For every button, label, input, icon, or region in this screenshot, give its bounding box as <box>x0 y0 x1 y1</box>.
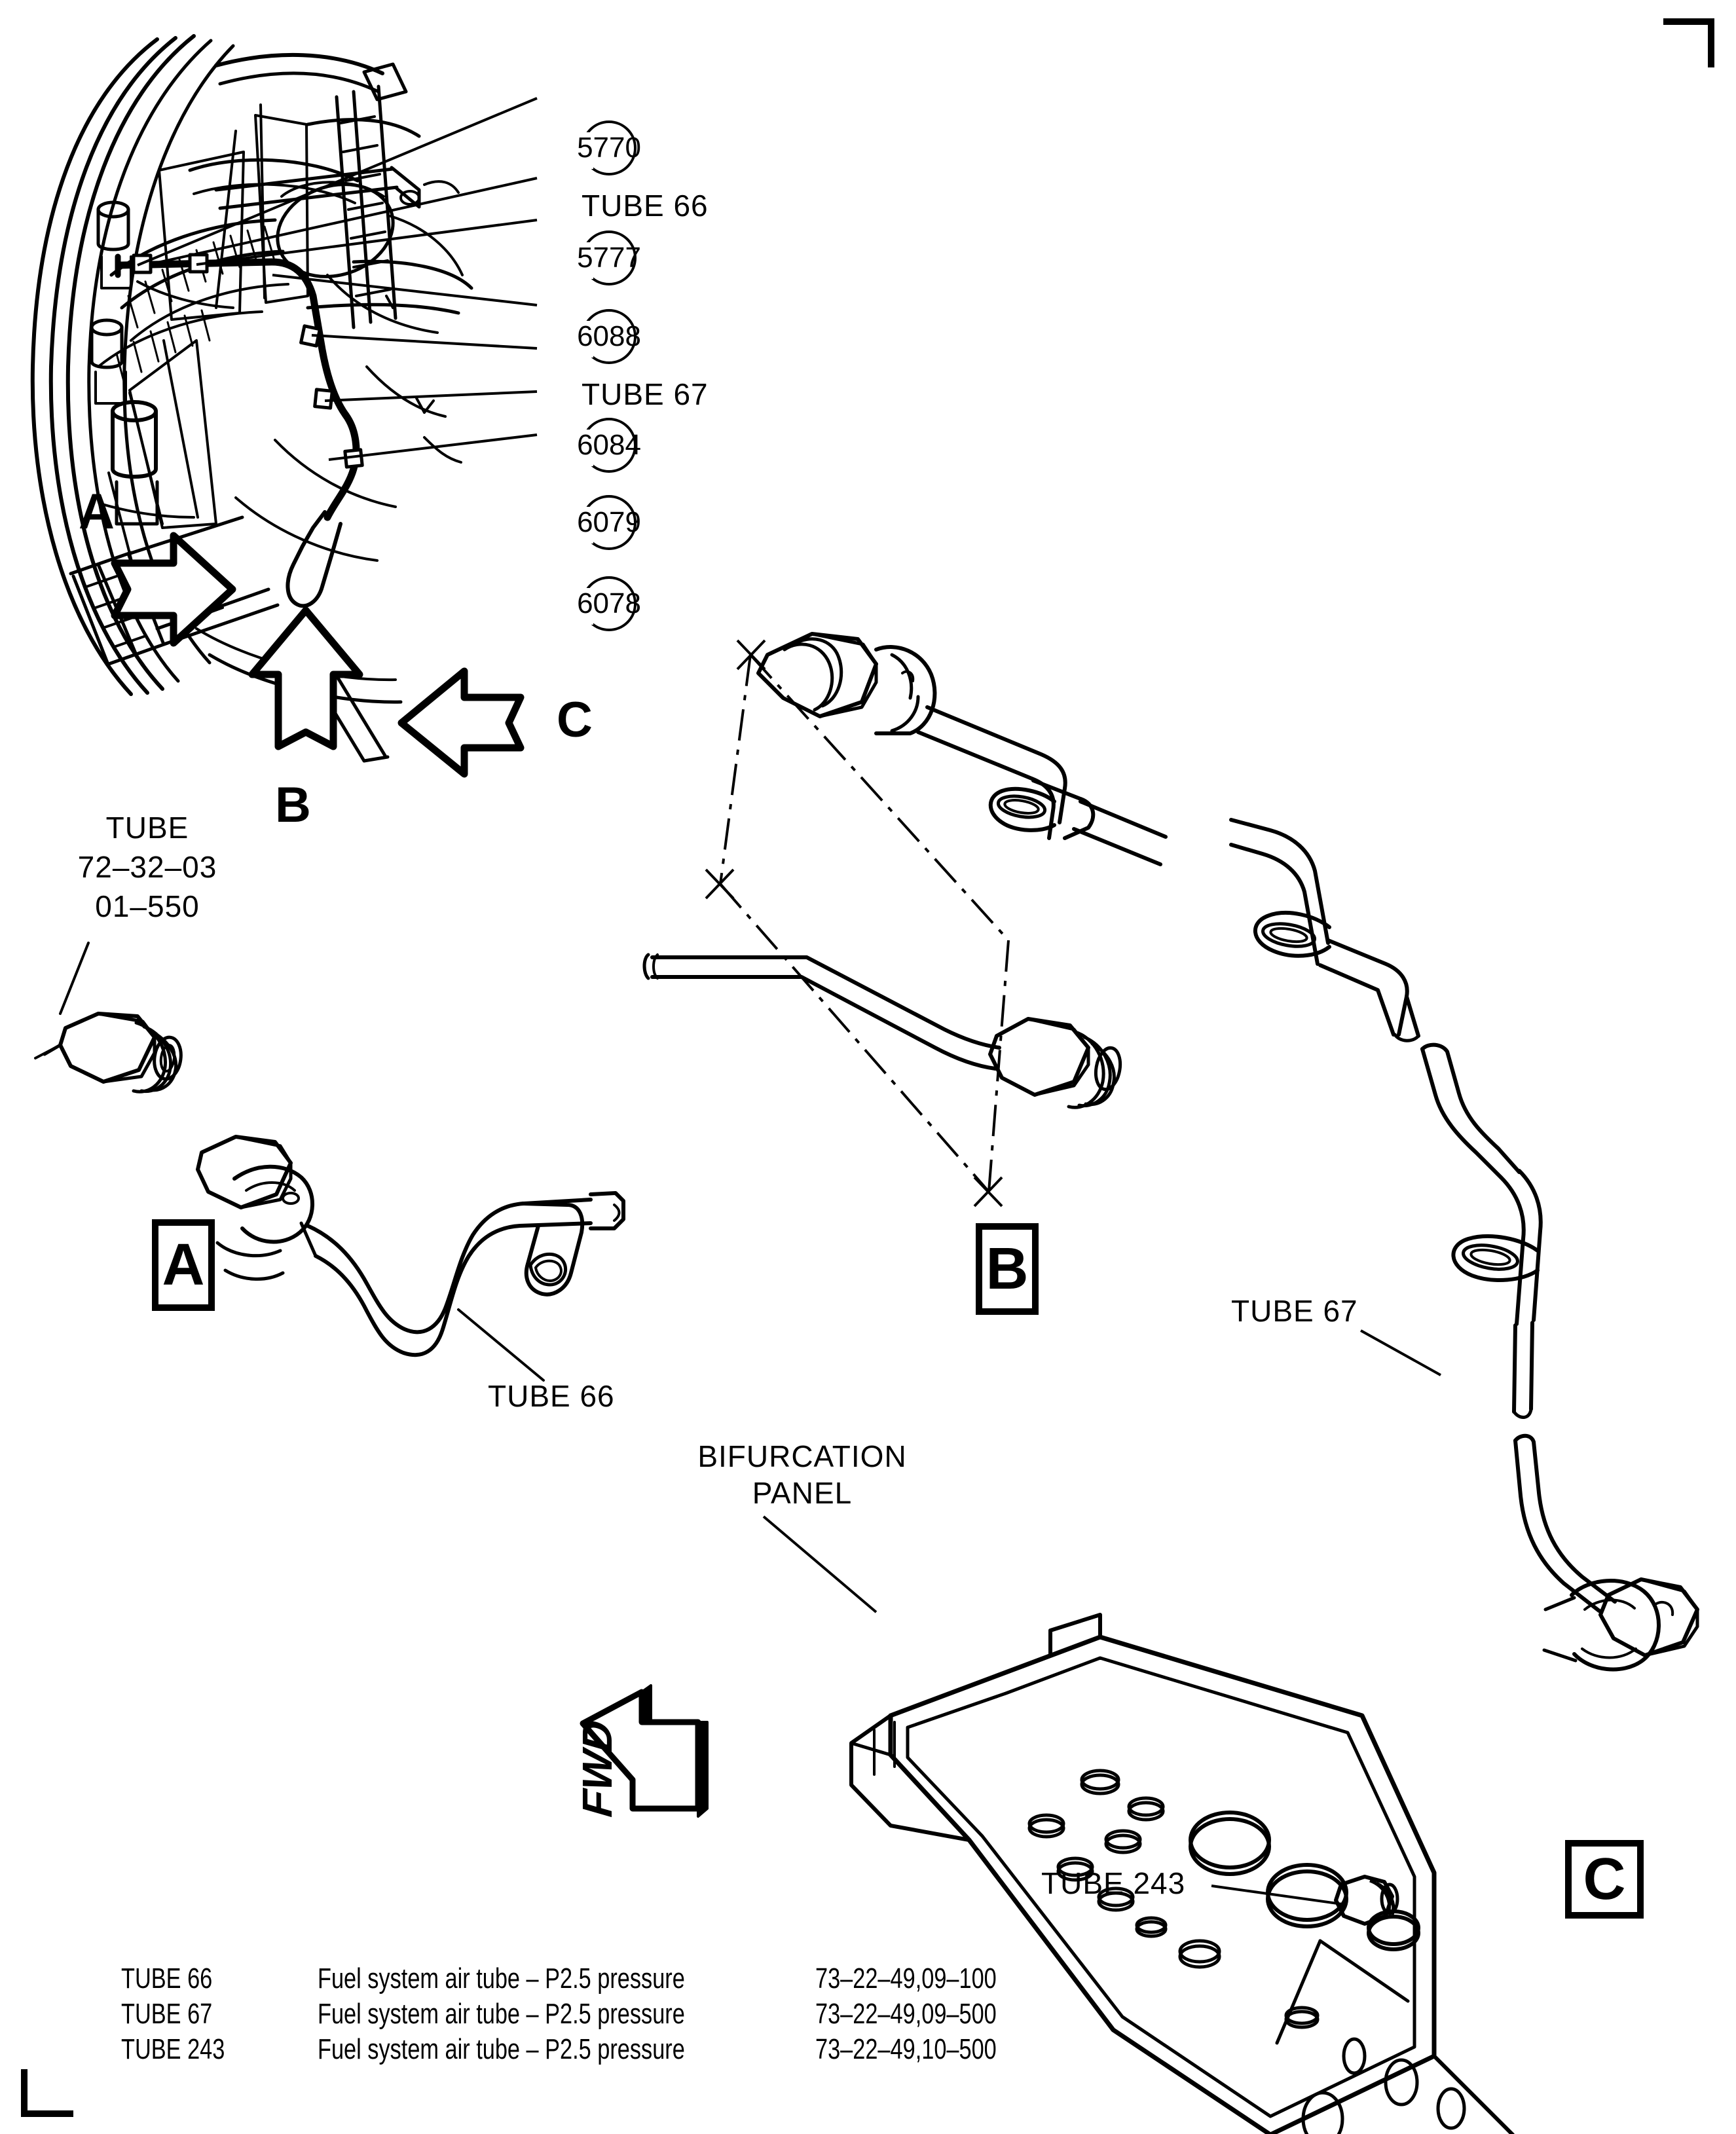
corner-mark-top-right <box>1663 18 1714 67</box>
callout-balloon-6084-label: 6084 <box>577 429 641 461</box>
legend-description: Fuel system air tube – P2.5 pressure <box>318 1962 685 1995</box>
legend-reference: 73–22–49,10–500 <box>815 2033 997 2065</box>
fwd-arrow-text: FWD <box>574 1714 621 1822</box>
callout-balloon-6079-label: 6079 <box>577 506 641 538</box>
detail-box-b: B <box>976 1223 1039 1315</box>
tube-67-label: TUBE 67 <box>1231 1294 1358 1328</box>
view-arrow-a <box>111 532 236 647</box>
callout-balloon-5777: 5777 <box>577 230 641 285</box>
detail-box-c-letter: C <box>1583 1846 1626 1912</box>
callout-leader-lines <box>137 97 538 461</box>
legend-item: TUBE 243 <box>121 2033 225 2065</box>
callout-balloon-6084: 6084 <box>577 418 641 473</box>
fwd-arrow-face <box>580 1689 701 1812</box>
tube-67-illustration <box>1229 818 1699 1672</box>
callout-label-tube-67: TUBE 67 <box>582 377 709 411</box>
tube-67-leader <box>1360 1329 1441 1376</box>
view-arrow-c-letter: C <box>557 692 593 748</box>
tube-243-label: TUBE 243 <box>1041 1866 1186 1900</box>
legend-table: TUBE 66 Fuel system air tube – P2.5 pres… <box>121 1961 1156 2067</box>
bifurcation-panel-label-line2: PANEL <box>752 1476 853 1510</box>
detail-a-ref-line-2: 72–32–03 <box>77 850 217 884</box>
detail-b-illustration <box>642 632 1168 1207</box>
legend-description: Fuel system air tube – P2.5 pressure <box>318 1998 685 2030</box>
legend-description: Fuel system air tube – P2.5 pressure <box>318 2033 685 2065</box>
fwd-arrow: FWD <box>574 1684 709 1822</box>
detail-a-ref-line-3: 01–550 <box>95 889 200 923</box>
detail-box-c: C <box>1565 1840 1644 1919</box>
sheet-id-container: ded0004713 <box>13 1873 65 2134</box>
bifurcation-panel-label-line1: BIFURCATION <box>697 1439 907 1473</box>
legend-row: TUBE 66 Fuel system air tube – P2.5 pres… <box>121 1961 1156 1996</box>
callout-balloon-6078: 6078 <box>577 576 641 631</box>
view-arrow-a-letter: A <box>79 484 115 540</box>
callout-balloon-6079: 6079 <box>577 495 641 550</box>
legend-row: TUBE 67 Fuel system air tube – P2.5 pres… <box>121 1996 1156 2032</box>
detail-a-illustration <box>34 942 625 1382</box>
legend-item: TUBE 66 <box>121 1962 213 1995</box>
callout-balloon-5770: 5770 <box>577 120 641 175</box>
legend-reference: 73–22–49,09–500 <box>815 1998 997 2030</box>
legend-row: TUBE 243 Fuel system air tube – P2.5 pre… <box>121 2032 1156 2067</box>
callout-balloon-6088: 6088 <box>577 309 641 364</box>
bifurcation-panel-illustration <box>849 1613 1515 2134</box>
detail-box-b-letter: B <box>986 1236 1029 1302</box>
callout-balloon-6088-label: 6088 <box>577 320 641 352</box>
detail-box-a: A <box>152 1219 215 1311</box>
view-arrow-b <box>248 606 363 750</box>
view-arrow-c <box>397 667 525 778</box>
bifurcation-panel-leader <box>762 1515 877 1613</box>
tube-243-leader-and-fitting <box>1211 1875 1399 1926</box>
detail-a-ref-line-1: TUBE <box>105 811 189 845</box>
corner-mark-bottom-left <box>21 2069 73 2117</box>
legend-item: TUBE 67 <box>121 1998 213 2030</box>
callout-balloon-5777-label: 5777 <box>577 242 641 274</box>
callout-balloon-6078-label: 6078 <box>577 587 641 619</box>
detail-a-tube-66-label: TUBE 66 <box>488 1379 615 1413</box>
view-arrows-group <box>111 532 525 778</box>
callout-label-tube-66: TUBE 66 <box>582 189 709 223</box>
view-arrow-b-letter: B <box>275 777 311 833</box>
engine-fan-case-illustration <box>30 34 473 763</box>
legend-reference: 73–22–49,09–100 <box>815 1962 997 1995</box>
detail-box-a-letter: A <box>162 1232 205 1298</box>
callout-balloon-5770-label: 5770 <box>577 132 641 164</box>
